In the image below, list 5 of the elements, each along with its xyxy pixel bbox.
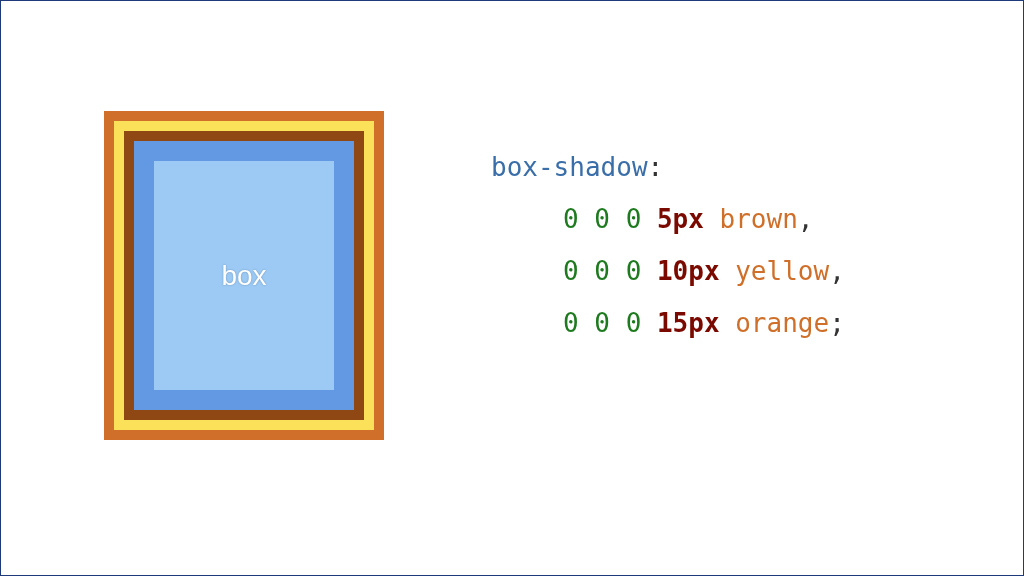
code-line: 0 0 0 5px brown, (562, 203, 814, 236)
box-label: box (221, 259, 267, 292)
code-line: 0 0 0 15px orange; (562, 307, 845, 340)
code-line: 0 0 0 10px yellow, (562, 255, 845, 288)
code-line: box-shadow: (491, 151, 664, 184)
